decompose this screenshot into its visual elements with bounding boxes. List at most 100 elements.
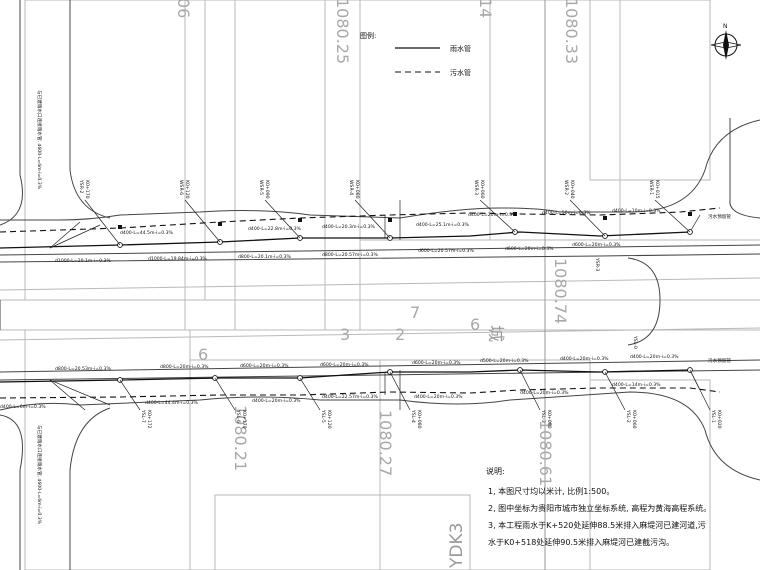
pipe-label-rain-bottom: d500-L=20m-i=0.3% [480, 358, 529, 364]
road-edge-lane-bottom [0, 359, 760, 373]
left-notes: 与已建雨水口连接雨水管, d600-L=6m-i=0.3% 与已建雨水口连接雨水… [36, 90, 43, 525]
pipe-label-rain-bottom: d600-L=20m-i=0.3% [412, 360, 461, 366]
notes-line: 2, 图中坐标为贵阳市城市独立坐标系统, 高程为黄海高程系统。 [488, 503, 711, 513]
manhole-code: YSL-5 [320, 409, 326, 423]
manhole-station: K0+172 [146, 410, 152, 429]
pipe-label-rain-bottom: d400-L=20m-i=0.3% [630, 354, 679, 360]
manhole-station: K0+060 [631, 410, 637, 429]
plot-outline [214, 494, 471, 570]
manhole-code: WSR-1 [648, 180, 654, 195]
leader-line [119, 379, 141, 411]
sewage-manhole-top [603, 216, 607, 220]
leader-line [654, 199, 691, 233]
faint-number: 14 [476, 0, 495, 18]
pipe-label-rain-bottom: d600-L=20m-i=0.3% [240, 363, 289, 369]
curb-return [69, 169, 111, 219]
elevation-label: 1080.33 [562, 0, 581, 64]
leader-line [569, 199, 606, 237]
manhole-code: WSR-3 [473, 180, 479, 195]
manhole-station: K0+060 [479, 180, 485, 199]
manhole-code: WSR-2 [563, 180, 569, 195]
road-edge-top-branch [729, 118, 760, 219]
pipe-label-rain-top: d600-L=20m-i=0.3% [505, 246, 554, 252]
pipe-label-rain-bottom: d800-L=20.53m-i=0.3% [55, 366, 111, 372]
leader-line [389, 371, 411, 411]
pipe-label-rain-top: d600-L=20.57m-i=0.3% [418, 248, 474, 254]
branch [49, 379, 86, 411]
manhole-station: K0+120 [184, 180, 190, 199]
sewage-manhole-top [513, 212, 517, 216]
branch [689, 214, 701, 233]
sewage-manhole-top [688, 212, 692, 216]
elevation-label: 1080.21 [231, 405, 250, 471]
branch [49, 221, 81, 249]
pipe-label-sewage-top: d400-L=44.5m-i=0.3% [120, 230, 174, 236]
faint-number: 2 [395, 325, 405, 344]
pipe-label-sewage-bottom: d400-L=44.4m-i=0.3% [145, 400, 199, 406]
leader-line [604, 371, 626, 411]
junction-label: YSR-3 [594, 257, 600, 271]
pipe-label-rain-top: d800-L=20.57m-i=0.3% [322, 252, 378, 258]
plot-outline [589, 379, 711, 570]
leader-line [84, 199, 121, 246]
manhole-station: K0+040 [569, 180, 575, 199]
pipe-label-sewage-bottom: d400-L=22.57m-i=0.3% [322, 394, 378, 400]
road-center-top [0, 244, 760, 256]
legend-rain-label: 雨水管 [450, 44, 471, 53]
sewage-outfall-label: 污水预留管 [708, 357, 731, 364]
curb-return [0, 414, 23, 471]
outfall-labels: 污水预留管 污水预留管 YSR-3 YSL-0 [594, 213, 731, 364]
sewage-manhole-top [118, 225, 122, 229]
pipe-label-rain-bottom: d800-L=20m-i=0.3% [160, 364, 209, 370]
pipe-label-sewage-top: d400-L=50m-i=0.3% [542, 210, 591, 216]
manhole-station: K0+015 [654, 180, 660, 199]
pipe-labels: d400-L=10m-i=0.3%d400-L=50m-i=0.3%d400-L… [0, 208, 679, 410]
manhole-code: YSR-2 [78, 179, 84, 193]
sewage-manhole-top [218, 222, 222, 226]
plot-outline [189, 359, 381, 570]
pipe-label-sewage-top: d400-L=20.3m-i=0.3% [322, 224, 376, 230]
manhole-code: YSL-2 [625, 409, 631, 423]
grid-line [0, 277, 760, 291]
sewage-manhole-top [388, 218, 392, 222]
plot-outline [489, 0, 621, 241]
manhole-nodes [84, 199, 711, 411]
notes-line: 水于K0+518处延伸90.5米排入麻堤河已建截污沟。 [488, 537, 674, 547]
road-edges [0, 118, 760, 481]
road-edge-lane [0, 253, 760, 263]
legend: 图例: 雨水管 污水管 [360, 31, 471, 77]
notes-line: 1, 本图尺寸均以米计, 比例1:500。 [488, 486, 614, 496]
faint-number: 3 [340, 325, 350, 344]
leader-line [264, 199, 301, 239]
elevation-labels: 1080.25 1080.33 1080.74 1080.21 1080.27 … [174, 0, 581, 569]
left-note: 与已建雨水口连接雨水管, d600-L=6m-i=0.3% [36, 425, 43, 525]
pipe-label-sewage-bottom: d400-L=6m-i=0.3% [0, 404, 46, 410]
pipe-label-sewage-top: d400-L=20m-i=0.3% [468, 212, 517, 218]
elevation-label: 1080.61 [536, 420, 555, 486]
manhole-station: K0+080 [546, 410, 552, 429]
road-glyph: 城 [485, 325, 505, 342]
manhole-code: YSL-7 [140, 409, 146, 423]
left-intersection [0, 0, 111, 570]
notes-title: 说明: [486, 466, 505, 476]
pipe-label-sewage-bottom: d400-L=14m-i=0.3% [612, 382, 661, 388]
pipe-label-rain-bottom: d600-L=20m-i=0.3% [320, 362, 369, 368]
manhole-station: K0+170 [84, 180, 90, 199]
leader-line [299, 377, 321, 411]
leader-line [354, 199, 391, 239]
leader-line [689, 369, 711, 411]
pipe-label-rain-top: d1000-L=19.84m-i=0.3% [148, 256, 207, 262]
grid-line [0, 327, 760, 341]
plot-outline [589, 0, 711, 181]
notes-line: 3, 本工程雨水于K+520处延伸88.5米排入麻堤河已建河道,污 [488, 520, 706, 530]
pipe-label-rain-bottom: d400-L=20m-i=0.3% [560, 356, 609, 362]
pipe-label-sewage-top: d400-L=22.8m-i=0.3% [248, 226, 302, 232]
curb-return [69, 407, 111, 471]
manhole-station: K0+080 [354, 180, 360, 199]
pipe-label-rain-top: d800-L=20.1m-i=0.3% [238, 254, 292, 260]
plot-outline [24, 0, 186, 301]
leader-line [479, 199, 516, 233]
